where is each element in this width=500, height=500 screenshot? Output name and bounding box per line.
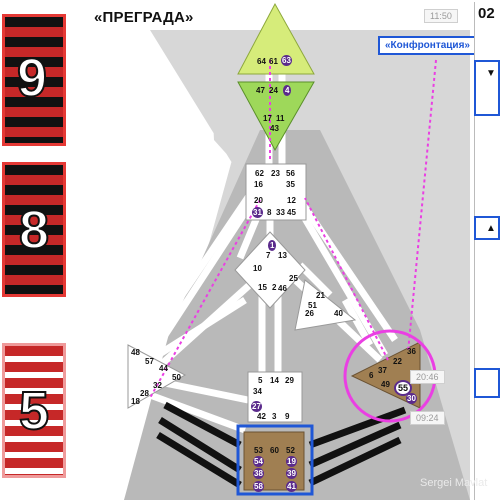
gate: 23 [271, 169, 280, 178]
gate: 6 [369, 371, 374, 380]
thumb-stripes [5, 346, 63, 475]
thumb-stripes [5, 165, 63, 294]
gate-active: 38 [253, 468, 264, 479]
side-dropdown-top[interactable]: ▼ [474, 60, 500, 116]
confrontation-label: «Конфронтация» [378, 36, 477, 55]
gate: 9 [285, 412, 290, 421]
gate: 29 [285, 376, 294, 385]
author-credit: Sergei Mavlat [420, 477, 488, 489]
gate-active: 63 [281, 55, 292, 66]
gate-active: 1 [268, 240, 277, 251]
gate: 46 [278, 284, 287, 293]
side-panel-number: 02 [478, 5, 495, 22]
gate: 64 [257, 57, 266, 66]
gate: 40 [334, 309, 343, 318]
gate: 2 [272, 283, 277, 292]
gate: 17 [263, 114, 272, 123]
root-highlight [236, 424, 314, 496]
gate: 24 [269, 86, 278, 95]
gate-active: 27 [251, 401, 262, 412]
gate-active: 58 [253, 481, 264, 492]
thumbnail-8[interactable]: 8 [2, 162, 66, 297]
gate: 35 [286, 180, 295, 189]
time-badge-mid: 20:46 [410, 370, 445, 384]
gate: 15 [258, 283, 267, 292]
gate: 36 [407, 347, 416, 356]
gate-active: 31 [252, 207, 263, 218]
gate-active: 55 [394, 380, 413, 396]
triangle-down-icon: ▼ [486, 68, 496, 79]
gate: 33 [276, 208, 285, 217]
gate-active: 19 [286, 456, 297, 467]
gate: 10 [253, 264, 262, 273]
gate: 21 [316, 291, 325, 300]
gate-active: 4 [283, 85, 292, 96]
gate: 16 [254, 180, 263, 189]
thumb-label: 9 [16, 47, 48, 109]
body-shape [124, 130, 470, 500]
side-dropdown-mid[interactable]: ▲ [474, 216, 500, 240]
gate: 51 [308, 301, 317, 310]
ajna-center [237, 81, 315, 152]
gate: 42 [257, 412, 266, 421]
gate: 60 [270, 446, 279, 455]
head-center [237, 2, 315, 75]
gate: 44 [159, 364, 168, 373]
spleen-center [127, 344, 187, 409]
gate-active: 30 [406, 393, 417, 404]
gate-active: 41 [286, 481, 297, 492]
gate: 49 [381, 380, 390, 389]
gate: 57 [145, 357, 154, 366]
gate: 34 [253, 387, 262, 396]
gate: 7 [266, 251, 271, 260]
gate: 43 [270, 124, 279, 133]
g-center [234, 231, 306, 309]
time-badge-bottom: 09:24 [410, 411, 445, 425]
gate: 11 [276, 114, 285, 123]
gate: 26 [305, 309, 314, 318]
gate: 14 [270, 376, 279, 385]
slide-title: «ПРЕГРАДА» [94, 9, 194, 26]
gate: 53 [254, 446, 263, 455]
gate: 8 [267, 208, 272, 217]
ego-center [294, 279, 357, 331]
thumbnail-5[interactable]: 5 [2, 343, 66, 478]
thumb-stripes [5, 17, 63, 143]
gate: 52 [286, 446, 295, 455]
gate: 48 [131, 348, 140, 357]
gate: 32 [153, 381, 162, 390]
root-channels [156, 401, 407, 488]
pink-arrows [149, 59, 437, 399]
time-badge-top: 11:50 [424, 9, 458, 23]
gate: 28 [140, 389, 149, 398]
thumb-label: 5 [18, 380, 50, 442]
gate-active: 39 [286, 468, 297, 479]
gate: 61 [269, 57, 278, 66]
gate: 12 [287, 196, 296, 205]
sacral-center [247, 371, 303, 423]
gate: 37 [378, 366, 387, 375]
gate: 13 [278, 251, 287, 260]
gate: 56 [286, 169, 295, 178]
thumb-label: 8 [18, 199, 50, 261]
triangle-up-icon: ▲ [486, 223, 496, 234]
bodygraph [124, 2, 470, 500]
thumbnail-9[interactable]: 9 [2, 14, 66, 146]
side-box-bottom[interactable] [474, 368, 500, 398]
gate: 22 [393, 357, 402, 366]
gate: 62 [255, 169, 264, 178]
gate: 5 [258, 376, 263, 385]
gate: 18 [131, 397, 140, 406]
gate: 25 [289, 274, 298, 283]
gate: 50 [172, 373, 181, 382]
gate: 45 [287, 208, 296, 217]
gate: 3 [272, 412, 277, 421]
gate-active: 54 [253, 456, 264, 467]
gate: 47 [256, 86, 265, 95]
gate: 20 [254, 196, 263, 205]
